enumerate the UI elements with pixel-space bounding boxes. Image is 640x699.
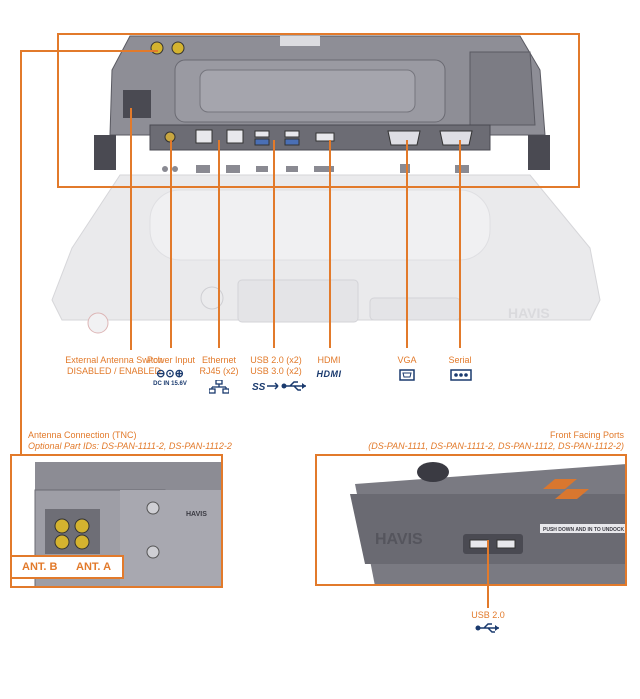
label-ethernet: Ethernet RJ45 (x2)	[194, 355, 244, 377]
power-rating: DC IN 15.6V	[153, 381, 187, 387]
antenna-connection-part-ids: Optional Part IDs: DS-PAN-1111-2, DS-PAN…	[28, 441, 232, 451]
front-ports-frame: PUSH DOWN AND IN TO UNDOCK HAVIS	[315, 454, 627, 586]
label-usb-line1: USB 2.0 (x2)	[250, 355, 302, 365]
dock-ghost-body: HAVIS	[51, 174, 601, 334]
ports-highlight-frame	[57, 33, 580, 188]
leader-front-usb	[487, 540, 489, 608]
serial-port-icon	[450, 369, 472, 381]
usb-icon: SS	[252, 381, 306, 392]
network-icon	[209, 380, 229, 394]
label-ethernet-line2: RJ45 (x2)	[199, 366, 239, 376]
label-antenna-switch: External Antenna Switch DISABLED / ENABL…	[38, 355, 190, 377]
label-ant-b: ANT. B	[22, 561, 58, 573]
label-power-input: Power Input	[146, 355, 196, 365]
label-antenna-switch-line2: DISABLED / ENABLED	[66, 366, 162, 376]
front-ports-part-ids: (DS-PAN-1111, DS-PAN-1111-2, DS-PAN-1112…	[368, 441, 624, 451]
leader-ethernet	[218, 140, 220, 348]
front-ports-title: Front Facing Ports	[549, 430, 624, 440]
label-hdmi: HDMI	[317, 355, 341, 365]
hdmi-logo: HDMI	[316, 369, 342, 379]
leader-usb	[273, 140, 275, 348]
label-usb-line2: USB 3.0 (x2)	[250, 366, 302, 376]
usb-icon-front	[475, 623, 499, 633]
front-ports-photo: PUSH DOWN AND IN TO UNDOCK HAVIS	[317, 456, 625, 584]
label-antenna-switch-line1: External Antenna Switch	[65, 355, 163, 365]
label-front-usb: USB 2.0	[471, 610, 505, 620]
leader-power	[170, 140, 172, 348]
dock-top-body	[94, 35, 550, 173]
antenna-labels-box: ANT. B ANT. A	[10, 555, 124, 579]
leader-vga	[406, 140, 408, 348]
leader-antenna-connection	[20, 50, 22, 480]
label-usb: USB 2.0 (x2) USB 3.0 (x2)	[246, 355, 306, 377]
undock-sticker: PUSH DOWN AND IN TO UNDOCK	[543, 527, 625, 533]
label-serial: Serial	[448, 355, 472, 365]
leader-antenna-connection-top	[20, 50, 158, 52]
antenna-connection-title: Antenna Connection (TNC)	[28, 430, 137, 440]
label-ant-a: ANT. A	[76, 561, 112, 573]
leader-serial	[459, 140, 461, 348]
dock-illustration: HAVIS	[51, 35, 601, 334]
svg-text:SS: SS	[252, 382, 266, 392]
dock-ghost-brand: HAVIS	[508, 305, 550, 321]
dc-power-icon: ⊖⊙⊕	[156, 368, 184, 380]
leader-antenna-switch	[130, 108, 132, 350]
front-brand: HAVIS	[375, 531, 423, 548]
label-ethernet-line1: Ethernet	[201, 355, 237, 365]
label-vga: VGA	[397, 355, 417, 365]
vga-port-icon	[399, 369, 415, 381]
leader-hdmi	[329, 140, 331, 348]
antenna-detail-brand: HAVIS	[186, 511, 207, 518]
